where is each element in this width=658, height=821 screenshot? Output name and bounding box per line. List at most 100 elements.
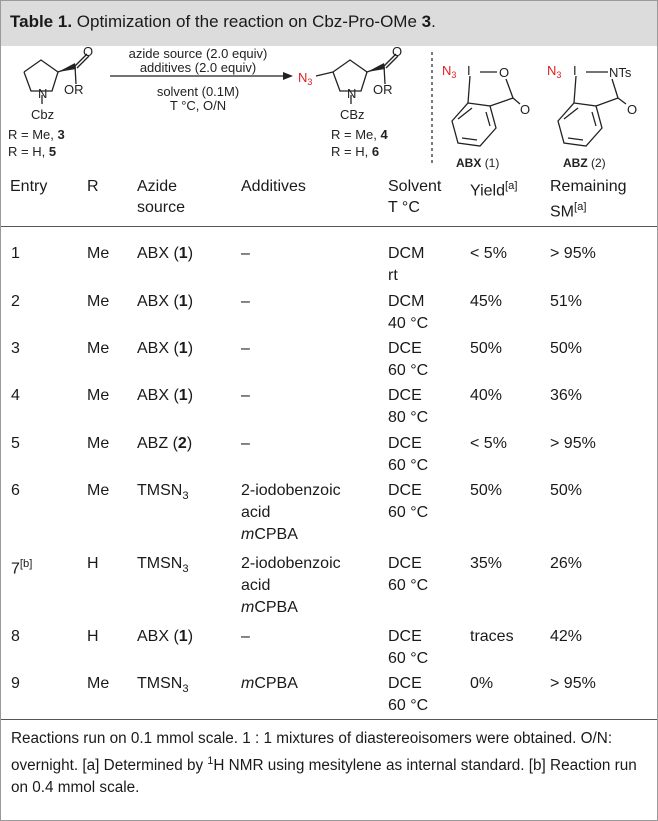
cell-yield: 45% <box>470 293 503 310</box>
cell-entry: 5 <box>11 435 20 452</box>
abx-iodine: I <box>467 63 471 78</box>
caption-text: Optimization of the reaction on Cbz-Pro-… <box>76 12 422 31</box>
cell-azide-source: TMSN3 <box>137 482 189 503</box>
abz-nts: NTs <box>609 65 632 80</box>
sm-r-me: R = Me, 3 <box>8 127 65 142</box>
reagent-additives: additives (2.0 equiv) <box>140 60 256 75</box>
cell-azide-source: ABX (1) <box>137 293 194 310</box>
cell-remaining-sm: 50% <box>550 482 583 499</box>
cell-yield: 50% <box>470 340 503 357</box>
cell-remaining-sm: 51% <box>550 293 583 310</box>
cell-additives: – <box>241 340 250 357</box>
header-r: R <box>87 178 99 195</box>
header-yield: Yield[a] <box>470 180 518 200</box>
abz-n3: N3 <box>547 63 561 80</box>
product-nitrogen: N <box>347 86 356 101</box>
sm-cbz: Cbz <box>31 107 54 122</box>
cell-remaining-sm: > 95% <box>550 675 596 692</box>
abx-ring-o: O <box>499 65 509 80</box>
cell-r: Me <box>87 482 110 499</box>
cell-yield: traces <box>470 628 514 645</box>
cell-azide-source: ABX (1) <box>137 340 194 357</box>
cell-yield: 35% <box>470 555 503 572</box>
cell-additives: – <box>241 387 250 404</box>
product-carbonyl-o: O <box>392 46 402 59</box>
cell-yield: < 5% <box>470 245 507 262</box>
cell-additives: – <box>241 293 250 310</box>
cell-remaining-sm: 42% <box>550 628 583 645</box>
abx-n3: N3 <box>442 63 456 80</box>
cell-remaining-sm: 36% <box>550 387 583 404</box>
cell-azide-source: ABX (1) <box>137 245 194 262</box>
cell-r: Me <box>87 245 110 262</box>
additive-mcpba: mCPBA <box>241 675 298 692</box>
condition-temp: T °C, O/N <box>170 98 226 113</box>
reaction-scheme: O N OR Cbz R = Me, 3 R = H, 5 azide sour… <box>8 46 637 170</box>
caption-compound: 3 <box>421 12 432 31</box>
cell-remaining-sm: 26% <box>550 555 583 572</box>
cell-yield: < 5% <box>470 435 507 452</box>
cell-additives: – <box>241 435 250 452</box>
cell-entry: 1 <box>11 245 20 262</box>
cell-yield: 0% <box>470 675 494 692</box>
table-footnotes: Reactions run on 0.1 mmol scale. 1 : 1 m… <box>11 730 637 797</box>
condition-solvent: solvent (0.1M) <box>157 84 239 99</box>
abz-label: ABZ (2) <box>563 156 606 170</box>
header-entry: Entry <box>10 178 48 195</box>
cell-entry: 6 <box>11 482 20 499</box>
product-r-h: R = H, 6 <box>331 144 379 159</box>
sm-r-h: R = H, 5 <box>8 144 56 159</box>
sm-or: OR <box>64 82 84 97</box>
cell-entry: 8 <box>11 628 20 645</box>
additive-mcpba: mCPBA <box>241 599 298 616</box>
cell-additives: – <box>241 628 250 645</box>
cell-entry: 2 <box>11 293 20 310</box>
cell-azide-source: ABZ (2) <box>137 435 193 452</box>
cell-r: H <box>87 628 99 645</box>
product-cbz: CBz <box>340 107 365 122</box>
header-rule <box>1 226 657 227</box>
cell-r: Me <box>87 435 110 452</box>
cell-additives: mCPBA <box>241 673 298 695</box>
cell-entry: 4 <box>11 387 20 404</box>
cell-yield: 40% <box>470 387 503 404</box>
abz-carbonyl-o: O <box>627 102 637 117</box>
header-additives: Additives <box>241 178 306 195</box>
cell-r: Me <box>87 293 110 310</box>
abx-label: ABX (1) <box>456 156 499 170</box>
product-n3: N3 <box>298 70 312 87</box>
cell-r: Me <box>87 340 110 357</box>
cell-remaining-sm: > 95% <box>550 245 596 262</box>
sm-carbonyl-o: O <box>83 46 93 59</box>
cell-azide-source: TMSN3 <box>137 555 189 576</box>
additive-mcpba: mCPBA <box>241 526 298 543</box>
cell-r: Me <box>87 387 110 404</box>
cell-entry: 3 <box>11 340 20 357</box>
product-r-me: R = Me, 4 <box>331 127 389 142</box>
cell-azide-source: TMSN3 <box>137 675 189 696</box>
cell-additives: – <box>241 245 250 262</box>
reagent-azide: azide source (2.0 equiv) <box>129 46 268 61</box>
cell-azide-source: ABX (1) <box>137 628 194 645</box>
cell-entry: 9 <box>11 675 20 692</box>
cell-r: H <box>87 555 99 572</box>
sm-nitrogen: N <box>38 86 47 101</box>
abx-carbonyl-o: O <box>520 102 530 117</box>
cell-remaining-sm: 50% <box>550 340 583 357</box>
caption-label: Table 1. <box>10 12 73 31</box>
abz-iodine: I <box>573 63 577 78</box>
cell-yield: 50% <box>470 482 503 499</box>
